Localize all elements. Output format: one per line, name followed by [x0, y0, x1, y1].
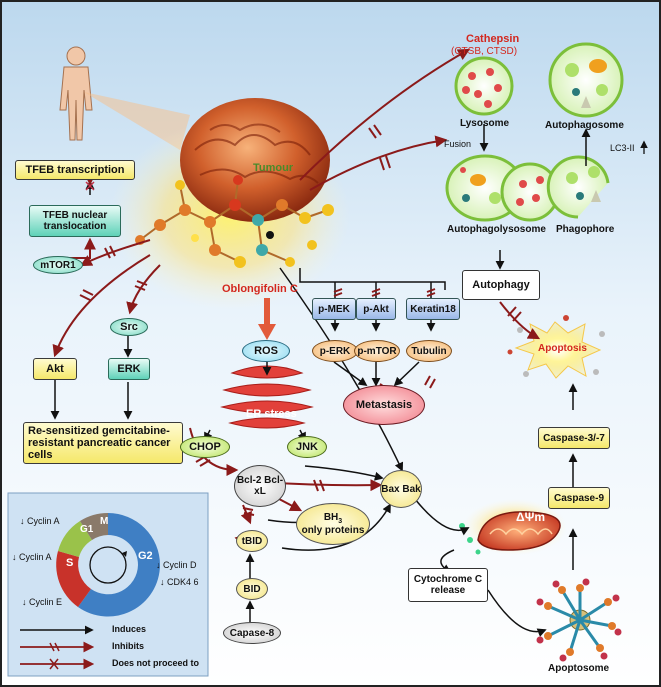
apoptosome-icon [536, 578, 622, 662]
cell-cycle-donut [56, 512, 160, 617]
jnk-node: JNK [287, 436, 327, 458]
molecule-atoms [135, 175, 334, 268]
chop-node: CHOP [180, 436, 230, 458]
bcl-node: Bcl-2 Bcl-xL [234, 465, 286, 507]
metastasis-node: Metastasis [343, 385, 425, 425]
caspase37-box: Caspase-3/-7 [538, 427, 610, 449]
ros-node: ROS [242, 340, 290, 362]
phagophore-icon [546, 155, 610, 219]
pmek-box: p-MEK [312, 298, 356, 320]
bh3-prefix: BH [323, 511, 339, 523]
pmtor-node: p-mTOR [354, 340, 400, 362]
autophagolysosome-icon [445, 154, 560, 222]
bid-node: BID [236, 578, 268, 600]
cdk-text: CDK4 6 [167, 577, 199, 587]
cyclin-a-top-label: ↓ Cyclin A [20, 516, 60, 526]
cyclin-e-text: Cyclin E [29, 597, 63, 607]
ctsb-label: (CTSB, CTSD) [451, 46, 518, 57]
resensitized-box: Re-sensitized gemcitabine-resistant panc… [23, 422, 183, 464]
cyclin-d-label: ↓ Cyclin D [156, 560, 197, 570]
cyclin-a-top-text: Cyclin A [27, 516, 60, 526]
legend-not-proceed: Does not proceed to [112, 658, 200, 668]
cdk-label: ↓ CDK4 6 [160, 577, 199, 587]
bh3-label: only proteins [301, 525, 365, 537]
psi-label: ΔΨm [516, 510, 546, 524]
akt-box: Akt [33, 358, 77, 380]
cyclin-d-text: Cyclin D [163, 560, 197, 570]
legend-induces: Induces [112, 624, 147, 634]
cathepsin-label: Cathepsin [466, 33, 520, 45]
lysosome-label: Lysosome [460, 118, 510, 129]
autophagy-box: Autophagy [462, 270, 540, 300]
bh3-sub: 3 [338, 517, 343, 525]
cyclin-a-left-text: Cyclin A [19, 552, 52, 562]
tfeb-nuclear-box: TFEB nuclear translocation [29, 205, 121, 237]
lysosome-icon [454, 56, 514, 116]
legend-inhibits: Inhibits [112, 641, 144, 651]
tubulin-node: Tubulin [406, 340, 452, 362]
phase-s-label: S [66, 557, 74, 569]
apoptosis-label: Apoptosis [538, 343, 587, 354]
phase-g2-label: G2 [138, 550, 153, 562]
phagophore-label: Phagophore [556, 224, 615, 235]
lc3-label: LC3-II [610, 143, 635, 153]
tumour-label: Tumour [253, 162, 294, 174]
bax-bak-node: Bax Bak [380, 470, 422, 508]
caspase9-box: Caspase-9 [548, 487, 610, 509]
tbid-node: tBID [236, 530, 268, 552]
erk-box: ERK [108, 358, 150, 380]
tfeb-transcription-box: TFEB transcription [15, 160, 135, 180]
autophagolysosome-label: Autophagolysosome [447, 224, 546, 235]
mitochondrion-icon [459, 499, 567, 555]
apoptosome-label: Apoptosome [548, 663, 610, 674]
fusion-label: Fusion [444, 139, 472, 149]
phase-g1-label: G1 [80, 524, 94, 535]
human-figure-icon [59, 46, 93, 141]
bh3-node: BH3 only proteins [296, 503, 370, 545]
pakt-box: p-Akt [356, 298, 396, 320]
tumour-brain-icon [180, 98, 330, 222]
autophagosome-label: Autophagosome [545, 120, 624, 131]
phase-m-label: M [100, 516, 109, 527]
mtor1-node: mTOR1 [33, 256, 83, 274]
autophagosome-icon [548, 42, 624, 118]
cyclin-a-left-label: ↓ Cyclin A [12, 552, 52, 562]
er-stress-label: ER stress [246, 408, 297, 420]
cyclin-e-label: ↓ Cyclin E [22, 597, 63, 607]
legend-symbols [20, 625, 95, 670]
cytochrome-c-box: Cytochrome C release [408, 568, 488, 602]
capase8-node: Capase-8 [223, 622, 281, 644]
keratin18-box: Keratin18 [406, 298, 460, 320]
drug-label: Oblongifolin C [222, 283, 298, 295]
perk-node: p-ERK [312, 340, 358, 362]
src-node: Src [110, 318, 148, 336]
